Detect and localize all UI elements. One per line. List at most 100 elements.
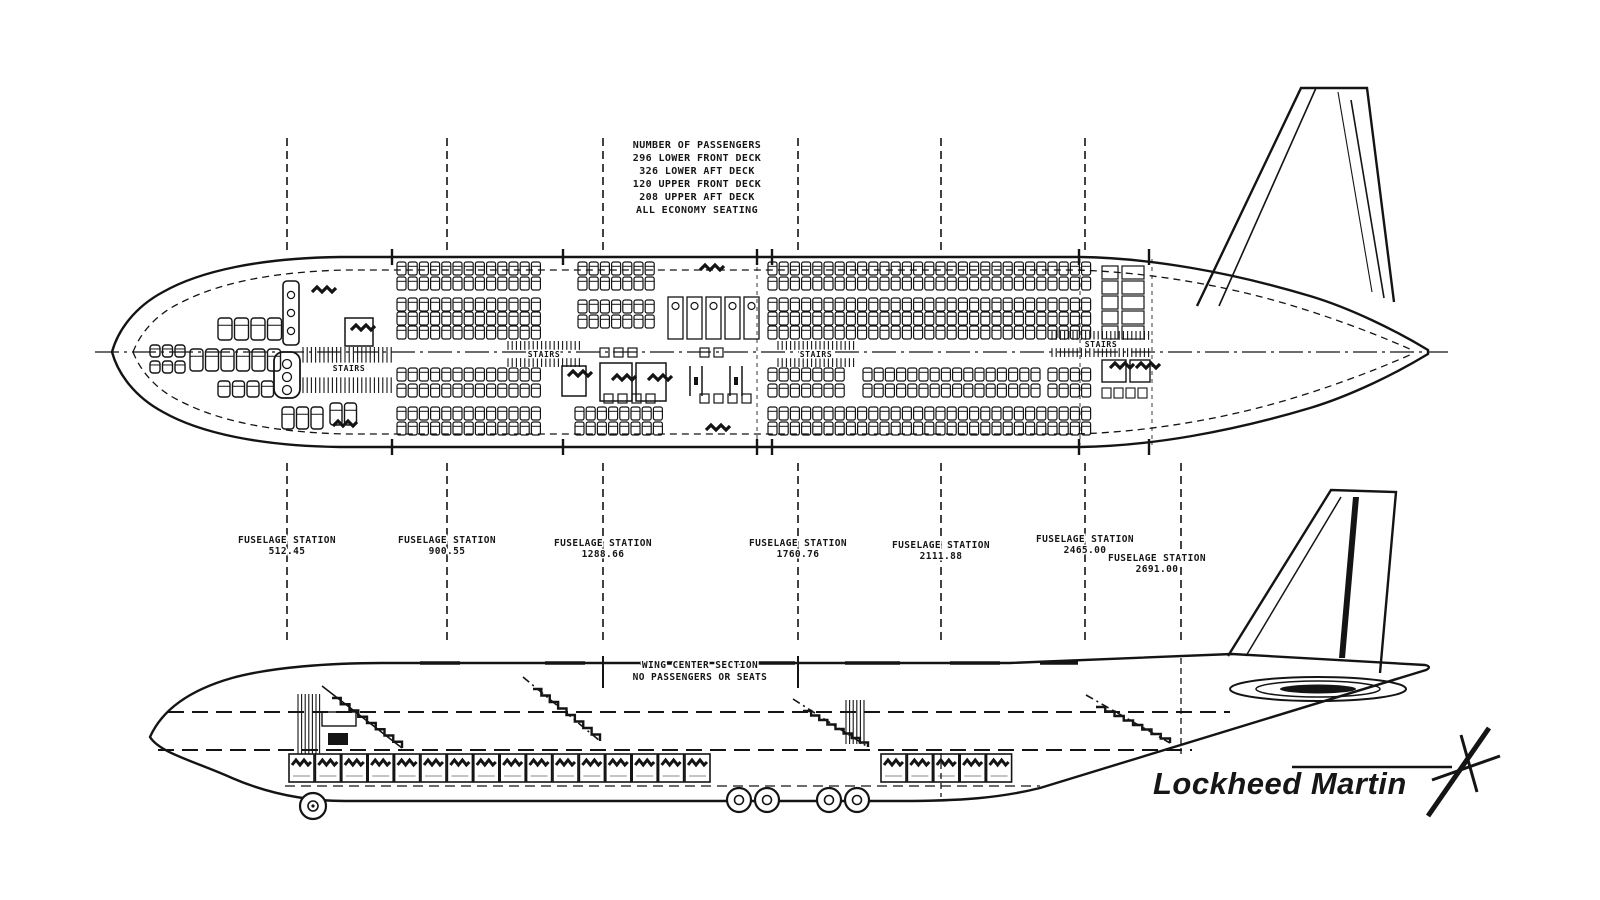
seat [1058,421,1069,436]
equipment-mark [646,372,674,383]
svg-text:2691.00: 2691.00 [1136,564,1179,575]
seat [856,297,868,312]
seat [407,421,418,436]
seat [407,276,418,291]
seat [407,367,418,382]
seat [619,421,630,436]
seat [1069,297,1081,312]
first-class-seat [231,380,246,398]
door-marker [729,366,743,396]
seat [1069,261,1081,276]
lockheed-martin-star-icon [1425,726,1501,818]
seat [1013,421,1025,436]
seat [778,311,789,326]
seat [474,311,485,326]
cargo-container [631,753,659,783]
equipment-mark [310,284,338,295]
seat [474,406,485,421]
seat [441,311,452,326]
seat [868,276,879,291]
seat [957,261,969,276]
stair-steps [533,687,602,741]
seat [1058,325,1069,340]
seat [1036,406,1047,421]
seat [912,276,924,291]
passenger-note-line: 326 LOWER AFT DECK [639,166,755,177]
seat [1002,297,1013,312]
seat [940,383,952,398]
seat [834,406,845,421]
aft-monument [1121,295,1145,310]
seat [599,314,611,329]
seat [1058,406,1069,421]
seat [1069,276,1081,291]
seat [441,421,452,436]
seat [912,261,924,276]
first-class-seat [217,380,231,398]
seat [418,311,429,326]
landing-gear-wheel [725,786,753,814]
seat [497,297,508,312]
stair-shaft [286,326,296,336]
seat [613,347,624,358]
seat [980,311,991,326]
seat [901,261,913,276]
seat [407,297,418,312]
passenger-note-title: NUMBER OF PASSENGERS [633,140,761,151]
seat [789,421,801,436]
seat [530,297,542,312]
first-class-seat [233,317,250,341]
lavatory-module [686,296,703,340]
seat [901,276,913,291]
seat [1080,311,1092,326]
seat [452,276,463,291]
seat [873,383,884,398]
equipment-mark [704,422,732,433]
seat [452,325,463,340]
seat [530,421,542,436]
seat [912,421,924,436]
seat [800,367,812,382]
aft-monument [1121,325,1145,340]
seat [1036,297,1047,312]
seat [430,261,441,276]
station-label: FUSELAGE STATION 900.55 [397,534,498,559]
seat [1058,276,1069,291]
seat [452,406,463,421]
seat [596,421,608,436]
seat [946,297,957,312]
seat [588,276,599,291]
seat [767,325,778,340]
seat [991,406,1002,421]
seat [418,421,429,436]
seat [441,367,452,382]
seat [789,383,801,398]
tailplane-fairing [1229,676,1407,702]
seat [519,367,530,382]
first-class-seat [235,348,251,372]
first-class-seat [204,348,220,372]
seat [929,367,940,382]
cargo-container [552,753,579,783]
seat [407,311,418,326]
cargo-container [343,757,365,768]
seat [935,421,946,436]
seat [519,276,530,291]
seat [823,421,834,436]
seat [845,325,857,340]
seat [641,406,652,421]
seat [452,261,463,276]
seat [1002,311,1013,326]
seat [599,299,611,314]
passenger-note-line: 296 LOWER FRONT DECK [633,153,761,164]
seat [963,383,974,398]
cargo-container [686,757,709,768]
galley-mark [328,733,348,745]
cargo-container [370,757,392,768]
first-class-seat [149,344,161,358]
seat [823,297,834,312]
seat [767,421,778,436]
seat [463,261,474,276]
seat [940,367,952,382]
